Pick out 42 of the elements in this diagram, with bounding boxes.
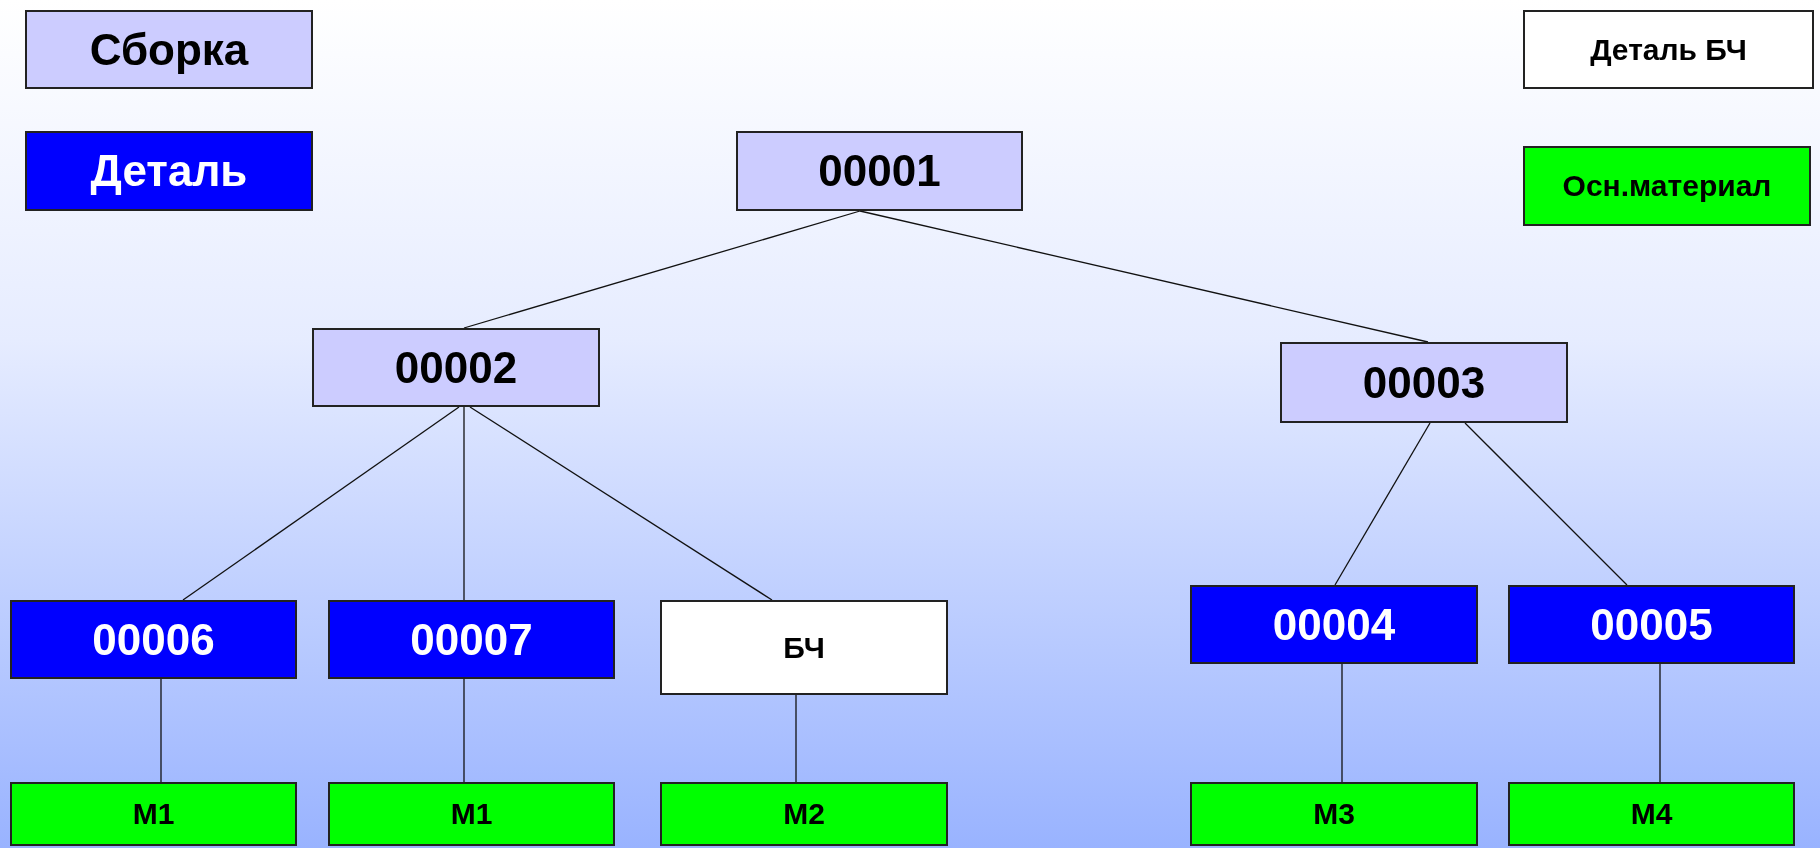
node-label: 00002 [394,342,518,393]
tree-node-box [1508,782,1795,846]
node-label: 00007 [410,614,533,665]
node-label: М3 [1313,797,1355,831]
node-label: М4 [1630,797,1673,831]
node-label: 00001 [818,146,941,196]
connector-line [469,406,773,601]
connector-line [160,678,162,783]
node-label: БЧ [783,630,825,665]
tree-node-box [660,600,948,695]
connector-line [1464,422,1628,586]
legend-label: Осн.материал [1562,169,1772,203]
tree-node-box [1190,782,1478,846]
connector-line [1341,663,1343,783]
node-label: 00006 [92,614,215,665]
node-label: М1 [132,797,175,831]
connector-line [795,694,797,783]
tree-node-box [312,328,600,407]
node-label: 00005 [1590,599,1713,650]
node-label: М2 [783,797,825,831]
connector-line [463,678,465,783]
connector-line [463,210,861,329]
tree-node-box [1508,585,1795,664]
connector-line [463,406,465,601]
tree-node-box [10,782,297,846]
connector-line [1334,422,1431,586]
tree-node-box [736,131,1023,211]
tree-node-box [10,600,297,679]
legend-label: Деталь БЧ [1590,32,1747,67]
tree-node-box [328,782,615,846]
node-label: 00003 [1362,357,1486,408]
tree-node-box [328,600,615,679]
node-label: М1 [450,797,493,831]
connector-line [1659,663,1661,783]
node-label: 00004 [1272,599,1396,650]
tree-node-box [1190,585,1478,664]
tree-node-box [660,782,948,846]
connector-line [182,406,460,601]
connector-line [859,210,1429,343]
legend-label: Деталь [90,146,248,196]
tree-node-box [1280,342,1568,423]
legend-label: Сборка [89,24,249,75]
